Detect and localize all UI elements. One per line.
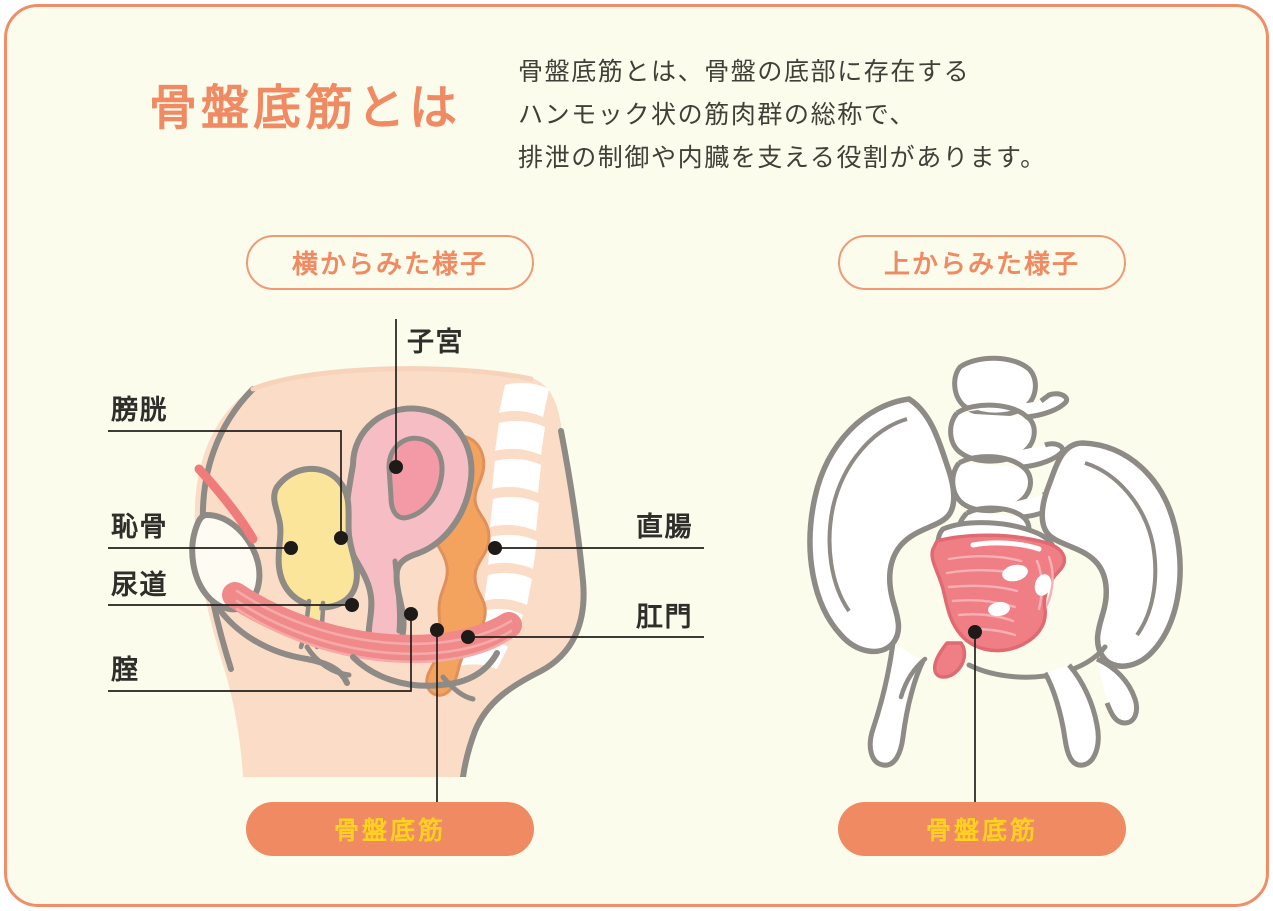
description-line-2: ハンモック状の筋肉群の総称で、: [518, 101, 917, 129]
page-title: 骨盤底筋とは: [148, 82, 461, 135]
section-pill-side-view: 横からみた様子: [246, 235, 534, 290]
label-urethra: 尿道: [111, 570, 168, 600]
side-view-illustration: [189, 366, 587, 777]
description-line-1: 骨盤底筋とは、骨盤の底部に存在する: [518, 58, 971, 86]
infographic-card: 骨盤底筋とは 骨盤底筋とは、骨盤の底部に存在する ハンモック状の筋肉群の総称で、…: [4, 4, 1269, 907]
description-block: 骨盤底筋とは、骨盤の底部に存在する ハンモック状の筋肉群の総称で、 排泄の制御や…: [518, 51, 1208, 180]
label-uterus: 子宮: [407, 327, 464, 357]
top-view-illustration: [807, 355, 1183, 768]
label-rectum: 直腸: [636, 512, 693, 542]
callout-pelvic-floor-top: 骨盤底筋: [838, 802, 1126, 856]
label-anus: 肛門: [636, 602, 693, 632]
label-pubis: 恥骨: [111, 512, 168, 542]
description-line-3: 排泄の制御や内臓を支える役割があります。: [518, 144, 1047, 172]
label-vagina: 腟: [111, 655, 140, 685]
section-pill-top-view: 上からみた様子: [838, 235, 1126, 290]
label-bladder: 膀胱: [111, 395, 168, 425]
callout-pelvic-floor-side: 骨盤底筋: [246, 802, 534, 856]
